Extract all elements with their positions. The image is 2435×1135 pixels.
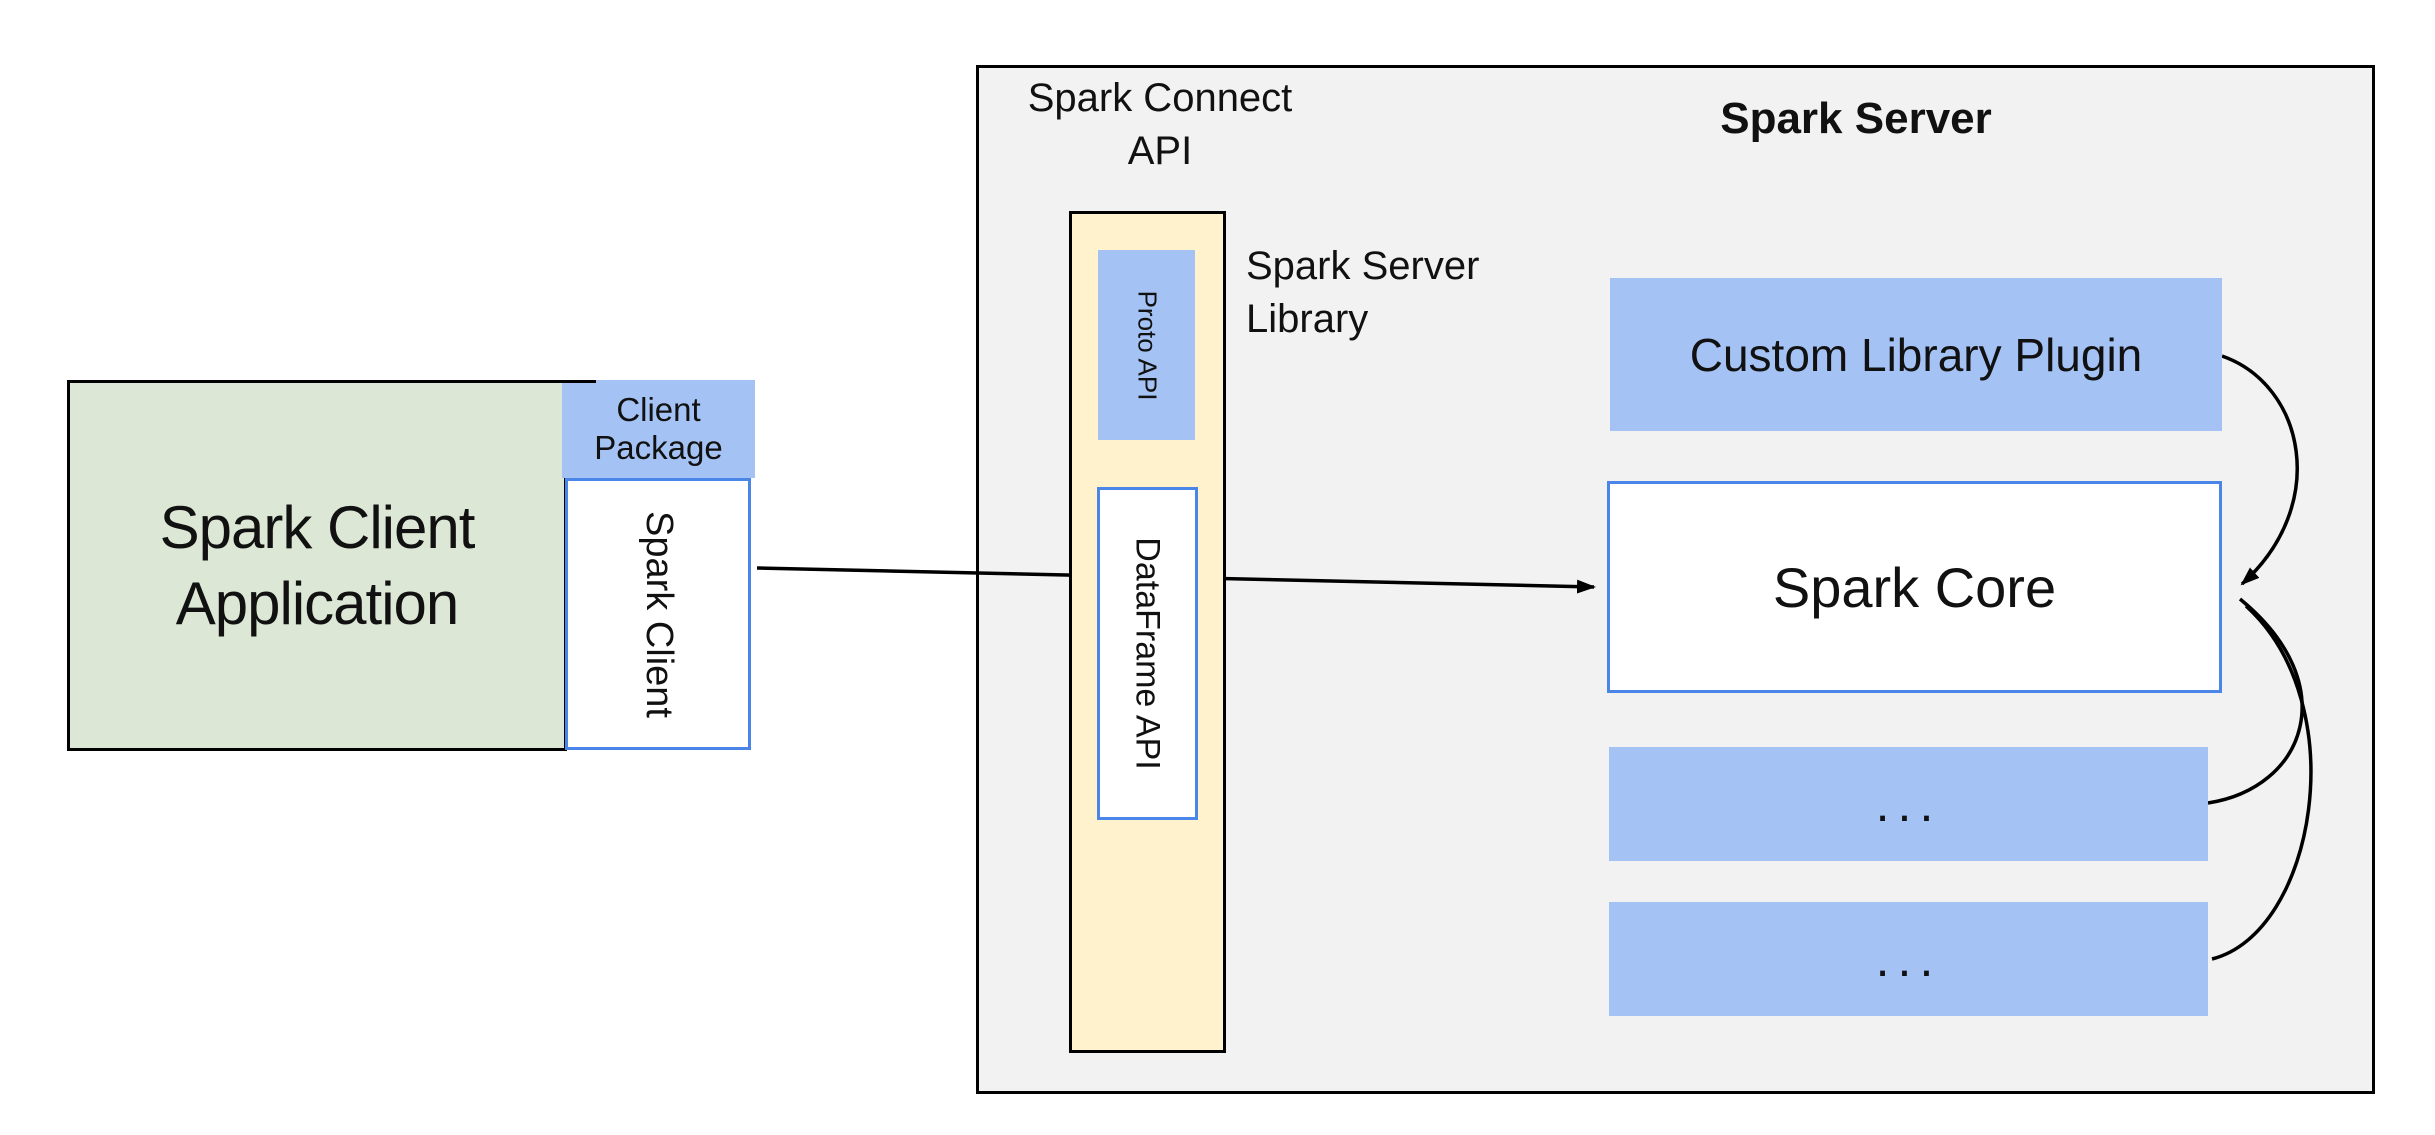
arrow-plugin-to-core <box>2221 354 2299 586</box>
plugin-ellipsis-box-2: ... <box>1609 902 2208 1016</box>
client-package-box: Client Package <box>562 380 755 478</box>
spark-server-library-label: Spark Server Library <box>1246 244 1480 341</box>
spark-client-application-box: Spark Client Application <box>67 380 567 751</box>
green-box-border-tip <box>562 380 596 383</box>
proto-api-label: Proto API <box>1132 290 1162 400</box>
plugin-ellipsis-box-1: ... <box>1609 747 2208 861</box>
curve-ellipsis2-to-core <box>2211 604 2313 961</box>
plugin-ellipsis-label-2: ... <box>1875 931 1942 987</box>
client-package-label: Client Package <box>594 391 723 466</box>
proto-api-box: Proto API <box>1098 250 1195 440</box>
spark-connect-api-label: Spark Connect API <box>1027 76 1293 173</box>
spark-client-label: Spark Client <box>637 510 680 718</box>
spark-server-title: Spark Server <box>1720 94 1992 143</box>
spark-core-label: Spark Core <box>1772 555 2057 619</box>
dataframe-api-box: DataFrame API <box>1097 487 1198 820</box>
spark-client-application-label: Spark Client Application <box>159 493 476 637</box>
custom-library-plugin-label: Custom Library Plugin <box>1689 328 2143 381</box>
dataframe-api-label: DataFrame API <box>1129 537 1168 770</box>
spark-core-box: Spark Core <box>1607 481 2222 693</box>
plugin-ellipsis-label-1: ... <box>1875 776 1942 832</box>
custom-library-plugin-box: Custom Library Plugin <box>1610 278 2222 431</box>
curve-ellipsis1-to-core <box>2207 597 2304 805</box>
spark-client-box: Spark Client <box>565 478 751 750</box>
